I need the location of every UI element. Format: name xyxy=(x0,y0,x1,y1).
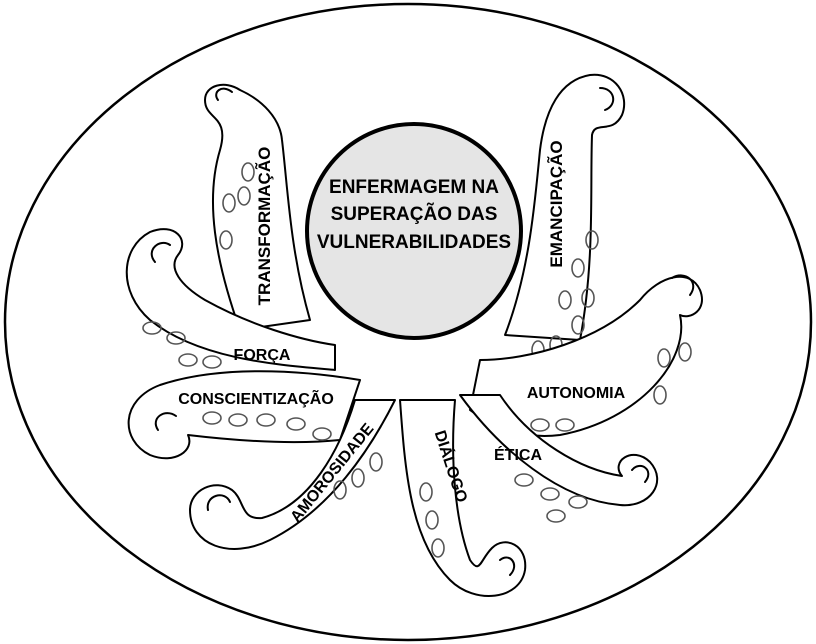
tentacle-autonomia xyxy=(469,274,703,437)
center-title-line-2: SUPERAÇÃO DAS xyxy=(331,203,498,225)
label-emancipacao: EMANCIPAÇÃO xyxy=(546,140,566,267)
tentacle-dialogo xyxy=(399,399,527,597)
tentacle-etica xyxy=(459,394,659,523)
label-conscientizacao: CONSCIENTIZAÇÃO xyxy=(178,388,334,408)
center-title-line-1: ENFERMAGEM NA xyxy=(329,177,499,198)
center-circle xyxy=(305,122,523,340)
tentacle-transformacao xyxy=(204,83,311,331)
label-etica: ÉTICA xyxy=(494,445,542,464)
label-forca: FORÇA xyxy=(234,347,291,364)
center-title-line-3: VULNERABILIDADES xyxy=(317,232,511,253)
tentacle-emancipacao xyxy=(504,73,626,360)
tentacle-conscientizacao xyxy=(127,370,361,460)
tentacle-forca xyxy=(125,228,336,371)
tentacle-amorosidade xyxy=(189,399,396,550)
label-autonomia: AUTONOMIA xyxy=(527,385,626,402)
label-transformacao: TRANSFORMAÇÃO xyxy=(254,147,274,306)
